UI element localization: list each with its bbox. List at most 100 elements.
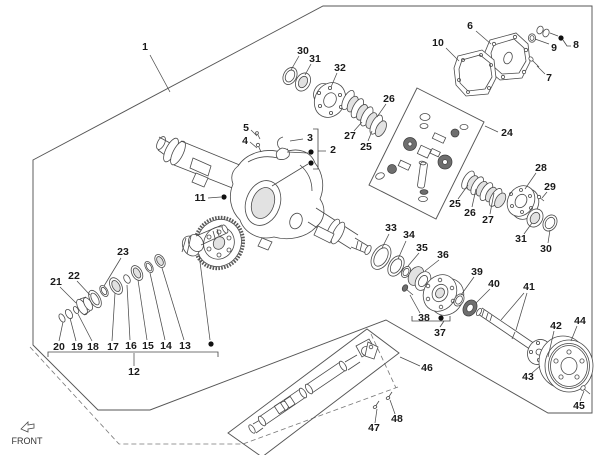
callout-33: 33 [385, 222, 397, 234]
bearing-upper [295, 72, 311, 92]
leader-line-46 [399, 356, 421, 367]
callout-26: 26 [464, 207, 476, 219]
callout-11: 11 [194, 192, 205, 204]
leader-line-26 [376, 103, 387, 118]
dot-leader-line [271, 163, 309, 187]
hub-parts [370, 244, 478, 317]
callout-10: 10 [432, 37, 444, 49]
marker-dot [221, 194, 227, 200]
spider-gear-kit-box [368, 87, 485, 220]
leader-line-7 [536, 65, 546, 75]
callout-1: 1 [142, 41, 148, 53]
drum-screw [580, 385, 591, 395]
callout-27: 27 [344, 130, 356, 142]
callout-48: 48 [391, 413, 403, 425]
cover-screw [528, 56, 540, 68]
callout-27: 27 [482, 214, 494, 226]
callout-16: 16 [125, 340, 137, 352]
leader-line-14 [149, 272, 166, 341]
callout-25: 25 [449, 198, 461, 210]
dot-leader-line [198, 253, 211, 341]
leader-line-29 [541, 191, 548, 199]
leader-line-1 [149, 54, 171, 93]
callout-32: 32 [334, 62, 346, 74]
bearing-right [526, 208, 544, 228]
marker-dot [558, 35, 564, 41]
callout-30: 30 [540, 243, 552, 255]
oring-right [542, 214, 558, 232]
leader-line-33 [381, 233, 390, 249]
leader-line-16 [126, 284, 131, 341]
brake-drum [538, 335, 594, 393]
callout-23: 23 [117, 246, 129, 258]
leader-line-13 [161, 267, 185, 341]
leader-line-41 [500, 292, 525, 321]
main-boundary-outline [32, 5, 593, 414]
leader-line-20 [58, 321, 64, 342]
leader-line-48 [389, 399, 396, 415]
leader-line-36 [424, 259, 440, 272]
leader-line-40 [475, 288, 491, 304]
leader-line-11 [207, 196, 222, 199]
clutch-disc-stack-right [461, 170, 507, 208]
callout-6: 6 [467, 20, 473, 32]
callout-30: 30 [297, 45, 309, 57]
marker-dot [438, 315, 444, 321]
oring-upper [282, 67, 298, 85]
leader-line-45 [579, 390, 585, 402]
marker-dot [308, 149, 314, 155]
bracket-line [411, 316, 451, 322]
callout-28: 28 [535, 162, 547, 174]
drive-pinion [181, 224, 229, 257]
callout-18: 18 [87, 341, 99, 353]
callout-38: 38 [418, 312, 430, 324]
leader-line-34 [397, 240, 407, 260]
callout-21: 21 [50, 276, 62, 288]
bracket-line [439, 320, 445, 328]
leader-line-31 [304, 63, 312, 76]
leader-line-3 [289, 138, 304, 142]
callout-25: 25 [360, 141, 372, 153]
callout-7: 7 [546, 72, 552, 84]
callout-40: 40 [488, 278, 500, 290]
callout-9: 9 [551, 42, 557, 54]
callout-34: 34 [403, 229, 415, 241]
leader-line-6 [475, 30, 492, 45]
callout-26: 26 [383, 93, 395, 105]
callout-37: 37 [434, 327, 446, 339]
leader-line-19 [69, 317, 77, 342]
callout-13: 13 [179, 340, 191, 352]
callout-45: 45 [573, 400, 585, 412]
callout-44: 44 [574, 315, 586, 327]
leader-line-25 [457, 184, 469, 200]
callout-36: 36 [437, 249, 449, 261]
leader-line-10 [445, 47, 460, 62]
companion-flange-right [506, 185, 540, 220]
marker-dot [308, 160, 314, 166]
leader-line-35 [407, 252, 420, 267]
callout-5: 5 [243, 122, 249, 134]
callout-39: 39 [471, 266, 483, 278]
axle-housing [156, 136, 372, 255]
callout-15: 15 [142, 340, 154, 352]
leader-line-9 [534, 38, 550, 45]
callout-14: 14 [160, 340, 172, 352]
leader-line-4 [249, 141, 258, 149]
leader-line-27 [489, 192, 495, 215]
leader-line-17 [111, 292, 116, 342]
leader-line-47 [374, 408, 378, 424]
bracket-line [47, 351, 219, 357]
callout-8: 8 [573, 39, 579, 51]
filler-plug [528, 25, 550, 43]
callout-31: 31 [309, 53, 321, 65]
leader-line-30 [547, 229, 551, 244]
bracket-line [313, 128, 319, 170]
driveshaft-box [227, 328, 400, 455]
leader-line-41 [515, 292, 528, 331]
leader-line-39 [460, 276, 475, 296]
dot-leader-line [549, 32, 559, 37]
leader-line-31 [523, 222, 533, 235]
leader-line-23 [103, 257, 122, 287]
callout-47: 47 [368, 422, 380, 434]
